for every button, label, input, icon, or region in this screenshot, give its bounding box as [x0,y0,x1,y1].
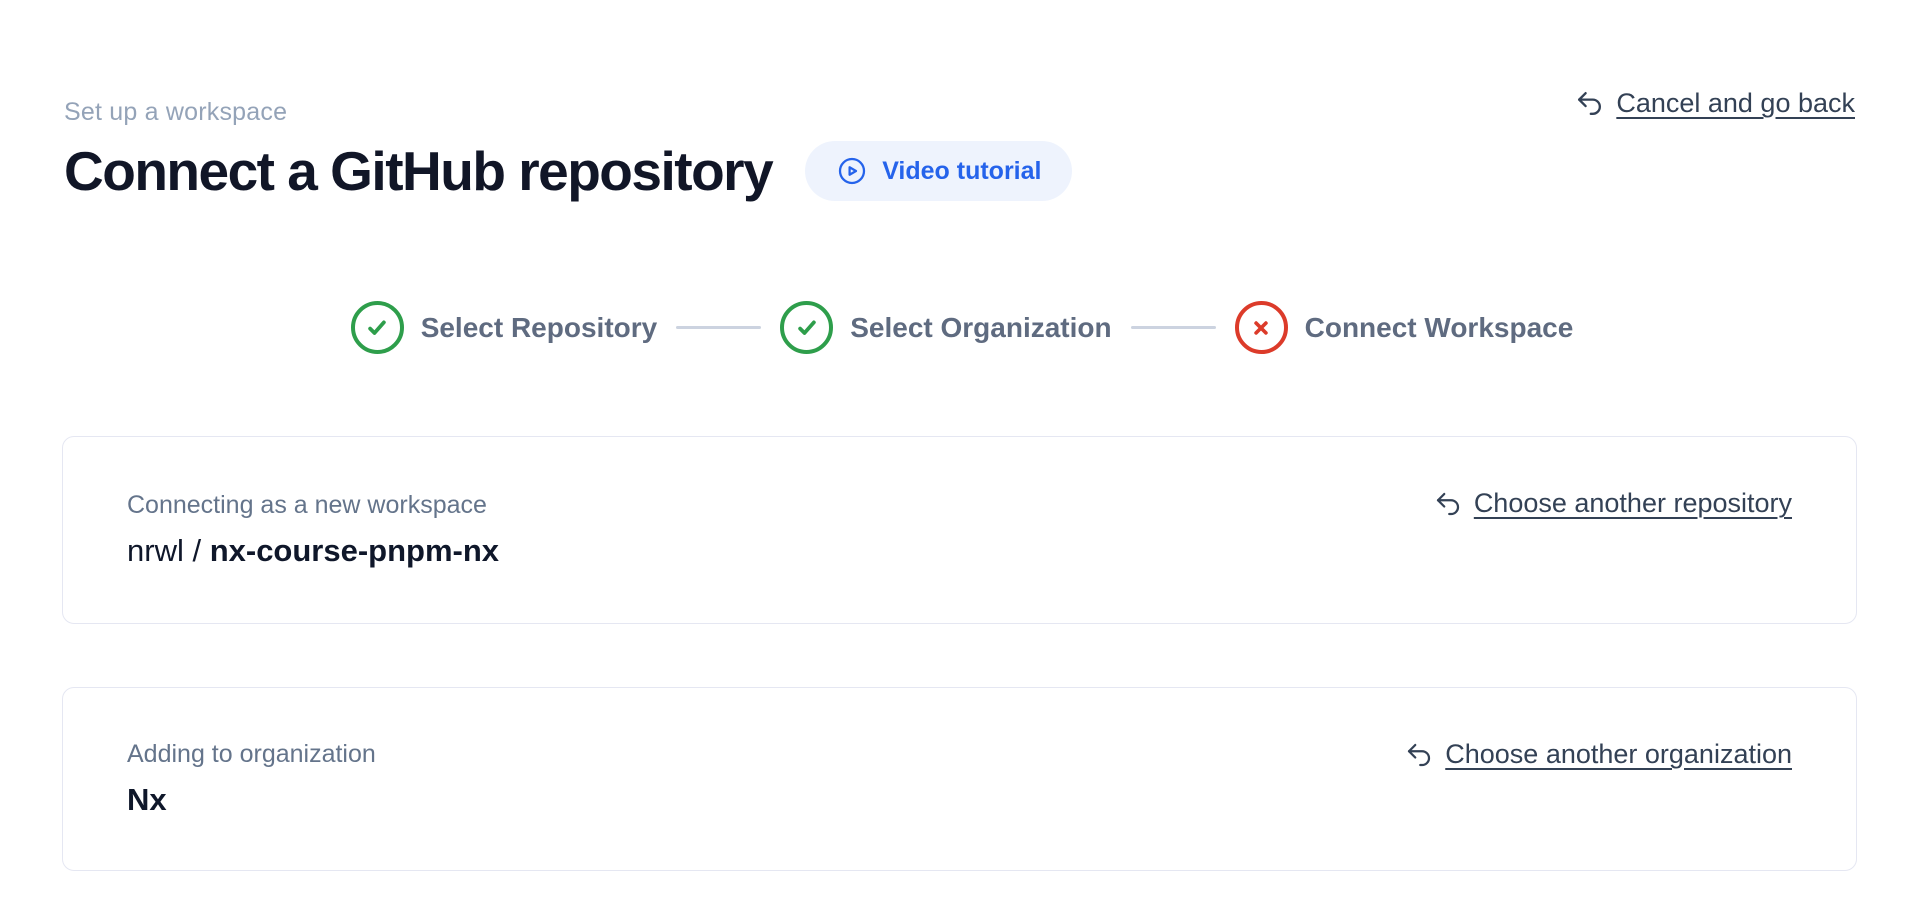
undo-icon [1433,489,1463,519]
cancel-and-go-back-label: Cancel and go back [1616,88,1855,118]
step-select-repository: Select Repository [350,301,658,354]
choose-another-organization-link[interactable]: Choose another organization [1404,739,1792,770]
eyebrow-setup-workspace: Set up a workspace [64,98,288,126]
play-circle-icon [836,155,868,187]
repository-card-label: Connecting as a new workspace [127,491,487,519]
step-label: Select Organization [850,311,1112,343]
repository-repo: nx-course-pnpm-nx [209,533,500,568]
choose-another-organization-label: Choose another organization [1445,739,1792,769]
organization-card-body: Adding to organization Nx [63,688,1856,870]
repository-owner: nrwl / [127,533,210,568]
step-connect-workspace: Connect Workspace [1234,301,1574,354]
check-circle-icon [780,301,834,354]
organization-name: Nx [127,782,1792,818]
choose-another-repository-link[interactable]: Choose another repository [1433,488,1792,519]
step-connector [1130,326,1216,329]
video-tutorial-button[interactable]: Video tutorial [805,141,1073,201]
organization-card-label: Adding to organization [127,740,376,768]
cancel-and-go-back-link[interactable]: Cancel and go back [1574,88,1855,119]
step-select-organization: Select Organization [780,301,1112,354]
step-label: Select Repository [420,311,658,343]
x-circle-icon [1234,301,1288,354]
repository-card: Connecting as a new workspace nrwl / nx-… [62,436,1857,624]
repository-name: nrwl / nx-course-pnpm-nx [127,533,1792,569]
organization-label: Nx [127,782,167,817]
undo-icon [1404,740,1434,770]
title-row: Connect a GitHub repository Video tutori… [64,138,1073,204]
choose-another-repository-label: Choose another repository [1473,488,1792,518]
page-title: Connect a GitHub repository [64,140,774,202]
undo-icon [1574,88,1605,119]
step-label: Connect Workspace [1304,311,1574,343]
step-connector [676,326,762,329]
repository-card-body: Connecting as a new workspace nrwl / nx-… [63,437,1856,623]
setup-stepper: Select Repository Select Organization Co… [0,301,1924,354]
video-tutorial-label: Video tutorial [882,156,1042,185]
organization-card: Adding to organization Nx Choose another… [62,687,1857,871]
check-circle-icon [350,301,404,354]
